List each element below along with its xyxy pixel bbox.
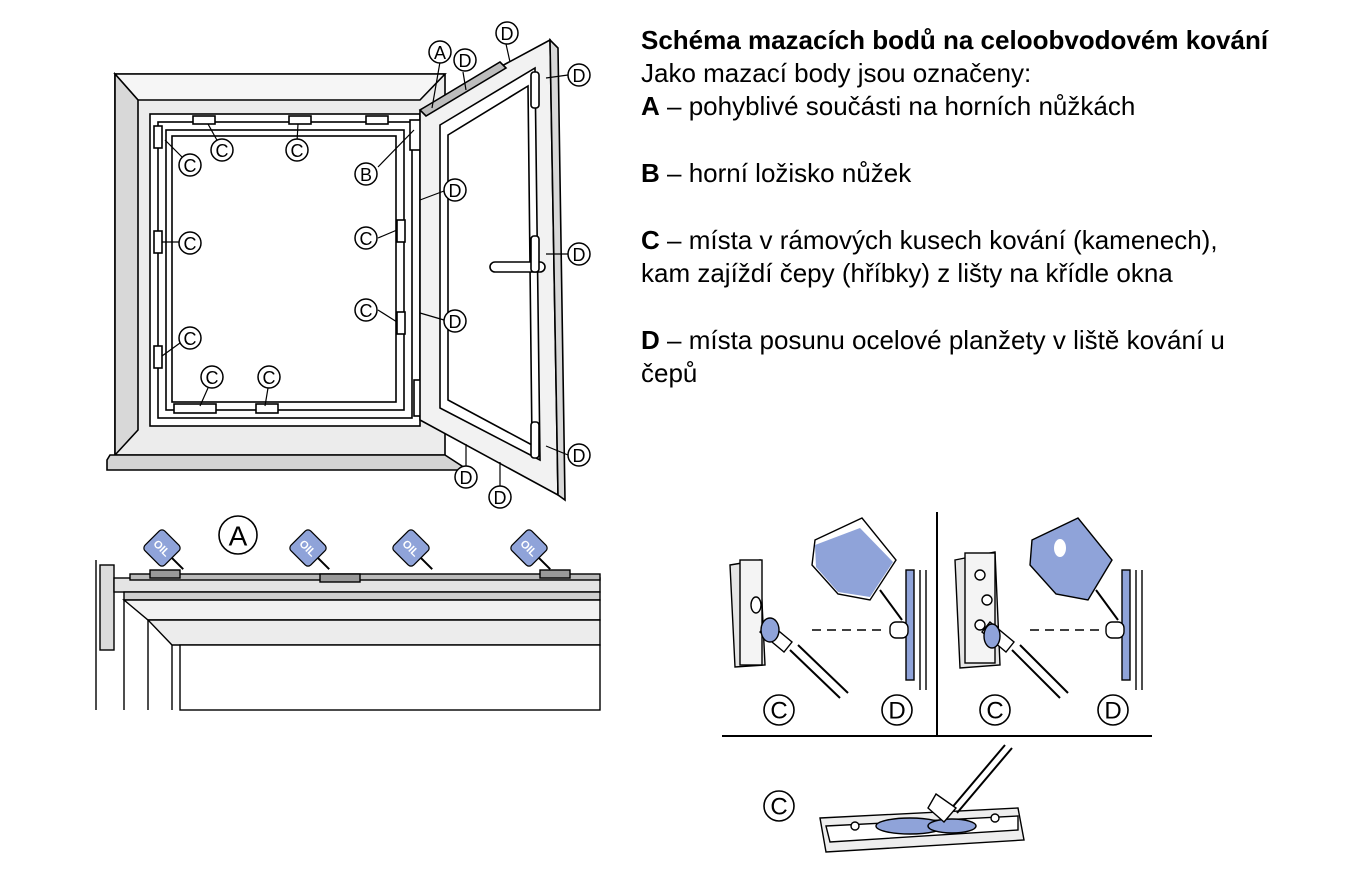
callout-c: C — [263, 368, 276, 388]
leader-lines — [161, 43, 569, 486]
callout-c: C — [770, 794, 787, 821]
legend-item-c: C – místa v rámových kusech kování (kame… — [641, 225, 1218, 288]
callout-d: D — [449, 181, 462, 201]
callout-labels-detail: C D C D C — [770, 698, 1121, 821]
legend-item-b: B – horní ložisko nůžek — [641, 158, 912, 188]
callout-labels-main: C C C C C C C C C B A D D D D D D D D D — [184, 24, 586, 508]
callout-c: C — [770, 698, 787, 725]
svg-text:A: A — [229, 521, 248, 552]
callout-a: A — [434, 43, 446, 63]
legend-item-a: A – pohyblivé součásti na horních nůžkác… — [641, 91, 1136, 121]
callout-d: D — [573, 66, 586, 86]
oil-bottles: OIL OIL OIL OIL — [143, 529, 551, 570]
callout-d: D — [1104, 698, 1121, 725]
intro-text: Jako mazací body jsou označeny: — [641, 58, 1032, 88]
oil-bottle-icon: OIL — [289, 529, 330, 570]
oil-bottle-icon: OIL — [392, 529, 433, 570]
callout-b: B — [360, 165, 372, 185]
detail-cd-drawing — [722, 512, 1152, 853]
callout-d: D — [459, 51, 472, 71]
callout-d: D — [449, 312, 462, 332]
detail-a-drawing — [95, 560, 601, 711]
callout-c: C — [184, 156, 197, 176]
callout-d: D — [460, 468, 473, 488]
legend-item-d: D – místa posunu ocelové planžety v lišt… — [641, 325, 1225, 388]
callouts-main — [178, 21, 591, 509]
detail-a-callout: A — [218, 515, 258, 555]
callout-c: C — [360, 229, 373, 249]
callout-c: C — [291, 141, 304, 161]
callout-c: C — [986, 698, 1003, 725]
callouts-detail — [763, 694, 1129, 822]
callout-c: C — [360, 301, 373, 321]
callout-c: C — [216, 141, 229, 161]
callout-d: D — [573, 245, 586, 265]
window-frame-drawing — [106, 71, 471, 471]
callout-c: C — [184, 234, 197, 254]
callout-d: D — [888, 698, 905, 725]
callout-c: C — [206, 368, 219, 388]
open-sash-drawing — [418, 38, 566, 502]
callout-d: D — [573, 446, 586, 466]
callout-d: D — [494, 488, 507, 508]
page-heading: Schéma mazacích bodů na celoobvodovém ko… — [641, 25, 1269, 55]
callout-d: D — [501, 24, 514, 44]
legend-text: Schéma mazacích bodů na celoobvodovém ko… — [641, 24, 1281, 390]
oil-bottle-icon: OIL — [510, 529, 551, 570]
callout-c: C — [184, 329, 197, 349]
oil-bottle-icon: OIL — [143, 529, 184, 570]
